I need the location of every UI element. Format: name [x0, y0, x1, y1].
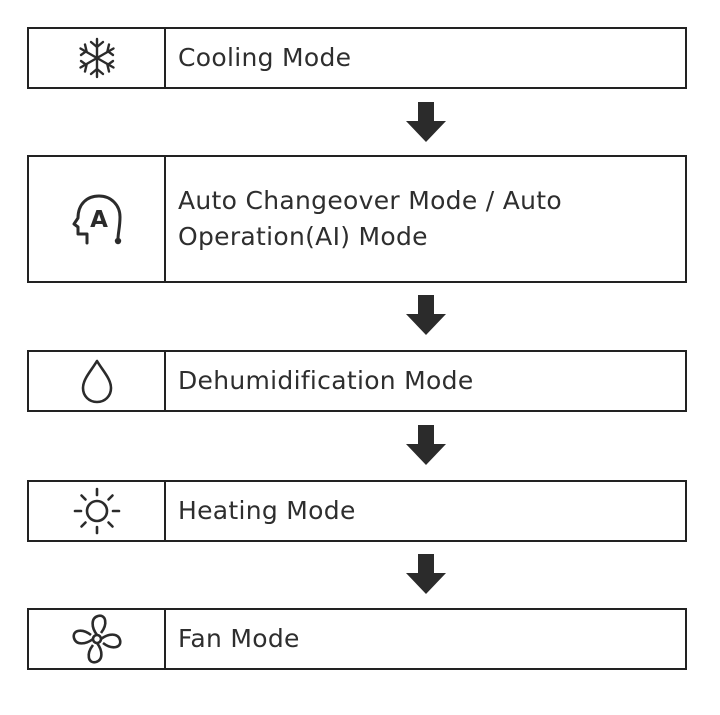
mode-box-dehumidification: Dehumidification Mode: [27, 350, 687, 412]
arrow-down-icon: [406, 295, 446, 335]
mode-label-line: Auto Changeover Mode / Auto: [178, 186, 562, 215]
mode-label: Heating Mode: [178, 496, 356, 525]
auto-icon-letter: A: [90, 207, 108, 233]
snowflake-icon: [78, 37, 115, 79]
icon-cell: A: [29, 157, 166, 281]
mode-label: Dehumidification Mode: [178, 366, 474, 395]
mode-label: Cooling Mode: [178, 43, 352, 72]
water-drop-icon: [81, 359, 112, 404]
mode-box-cooling: Cooling Mode: [27, 27, 687, 89]
mode-box-fan: Fan Mode: [27, 608, 687, 670]
fan-icon: [71, 614, 122, 664]
mode-label: Fan Mode: [178, 624, 300, 653]
arrow-down-icon: [406, 554, 446, 594]
auto-head-icon: A: [72, 194, 121, 245]
icon-cell: [29, 29, 166, 87]
mode-label: Auto Changeover Mode / Auto Operation(AI…: [166, 157, 685, 281]
mode-box-auto: A Auto Changeover Mode / Auto Operation(…: [27, 155, 687, 283]
arrow-down-icon: [406, 102, 446, 142]
sun-icon: [73, 487, 120, 535]
icon-cell: [29, 610, 166, 668]
mode-label-line: Operation(AI) Mode: [178, 222, 428, 251]
icon-cell: [29, 482, 166, 540]
arrow-down-icon: [406, 425, 446, 465]
icon-cell: [29, 352, 166, 410]
mode-box-heating: Heating Mode: [27, 480, 687, 542]
